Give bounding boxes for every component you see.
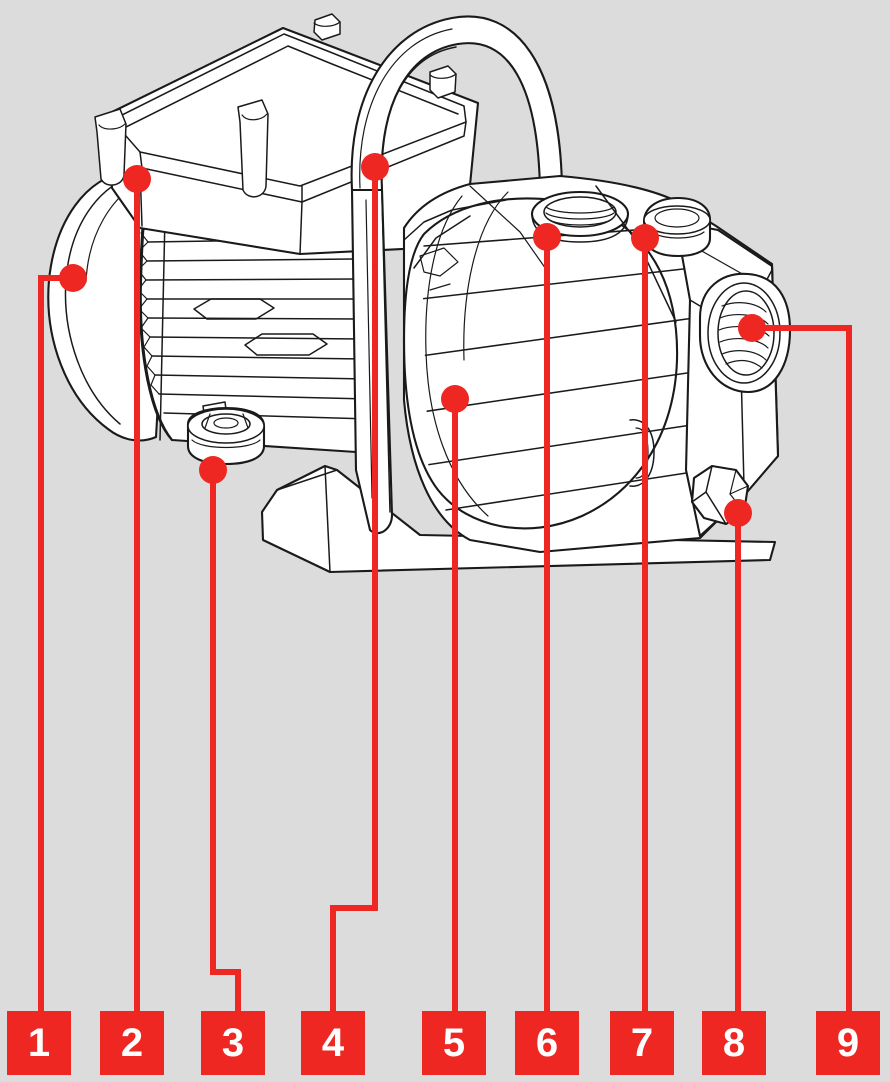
callout-label-3[interactable]: 3 [201,1011,265,1075]
pump-illustration [47,13,792,574]
callout-dots [59,153,766,527]
callout-label-6[interactable]: 6 [515,1011,579,1075]
callout-leaders [38,167,852,1011]
callout-dot-1 [59,264,87,292]
suction-port [530,190,630,243]
callout-label-5[interactable]: 5 [422,1011,486,1075]
callout-dot-5 [441,385,469,413]
callout-label-2[interactable]: 2 [100,1011,164,1075]
callout-dot-2 [123,165,151,193]
callout-label-1[interactable]: 1 [7,1011,71,1075]
priming-plug [642,196,712,258]
callout-dot-8 [724,499,752,527]
adjustable-foot [186,401,266,466]
callout-dot-3 [199,456,227,484]
callout-label-9[interactable]: 9 [816,1011,880,1075]
callout-dot-4 [361,153,389,181]
leader-line-1 [38,275,73,1011]
pump-volute [402,174,792,554]
leader-line-4 [330,167,378,1011]
leader-line-9 [752,325,852,1011]
callout-dot-6 [533,223,561,251]
callout-label-7[interactable]: 7 [610,1011,674,1075]
callout-label-8[interactable]: 8 [702,1011,766,1075]
callout-dot-9 [738,314,766,342]
callout-dot-7 [631,224,659,252]
leader-line-3 [210,470,241,1011]
callout-label-4[interactable]: 4 [301,1011,365,1075]
